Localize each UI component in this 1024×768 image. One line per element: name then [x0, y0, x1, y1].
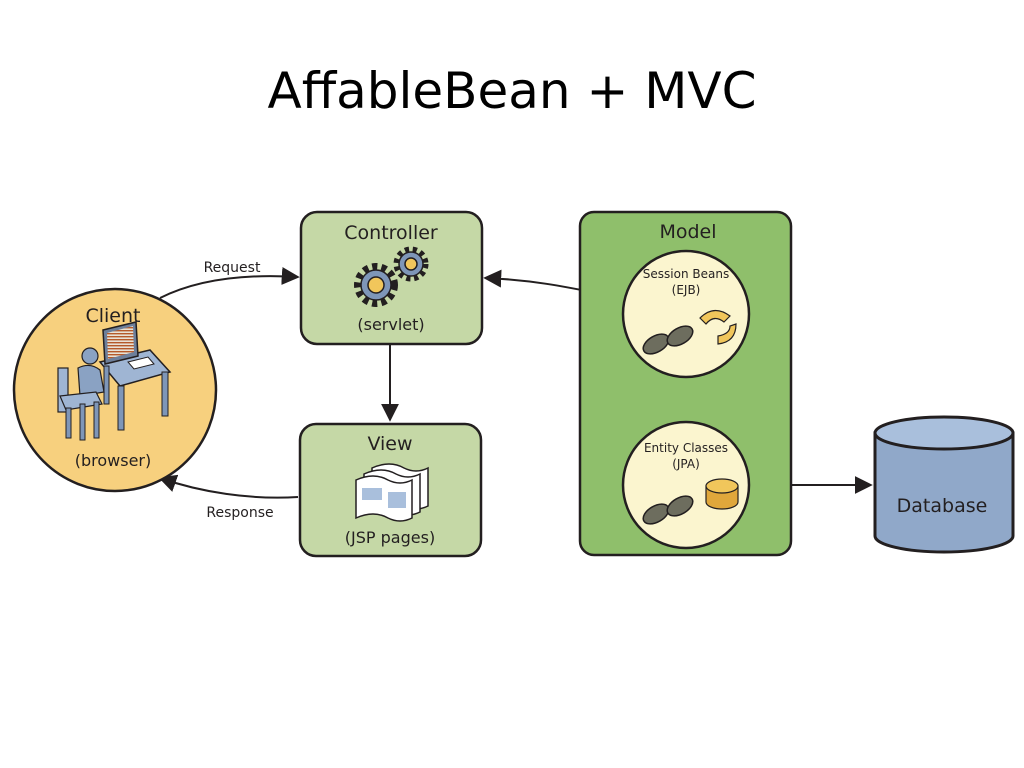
- bean-database-icon: [642, 478, 739, 525]
- database-label: Database: [897, 495, 988, 517]
- entity-classes-node: Entity Classes (JPA): [621, 420, 751, 550]
- session-beans-label: Session Beans: [643, 267, 729, 281]
- view-title: View: [367, 433, 412, 455]
- client-node: Client (browser): [12, 287, 218, 493]
- entity-classes-sublabel: (JPA): [672, 457, 700, 471]
- bean-recycle-icon: [642, 309, 737, 355]
- client-subtitle: (browser): [75, 451, 152, 470]
- pages-icon: [355, 463, 429, 522]
- view-node: View (JSP pages): [298, 422, 483, 558]
- response-arrow: [158, 474, 299, 499]
- model-node: Model Session Beans (EJB) Entity Classes…: [578, 210, 793, 557]
- entity-classes-label: Entity Classes: [644, 441, 728, 455]
- response-label: Response: [206, 505, 273, 521]
- view-subtitle: (JSP pages): [345, 528, 435, 547]
- controller-subtitle: (servlet): [357, 315, 424, 334]
- request-label: Request: [204, 260, 261, 276]
- slide-title: AffableBean + MVC: [267, 62, 757, 120]
- database-node: Database: [873, 415, 1015, 554]
- model-title: Model: [659, 221, 716, 243]
- session-beans-node: Session Beans (EJB): [621, 249, 751, 379]
- computer-user-icon: [57, 321, 172, 441]
- controller-title: Controller: [344, 222, 438, 244]
- controller-node: Controller (servlet): [299, 210, 484, 346]
- session-beans-sublabel: (EJB): [672, 283, 701, 297]
- client-title: Client: [85, 305, 140, 327]
- request-arrow: [159, 267, 300, 299]
- gears-icon: [354, 246, 429, 307]
